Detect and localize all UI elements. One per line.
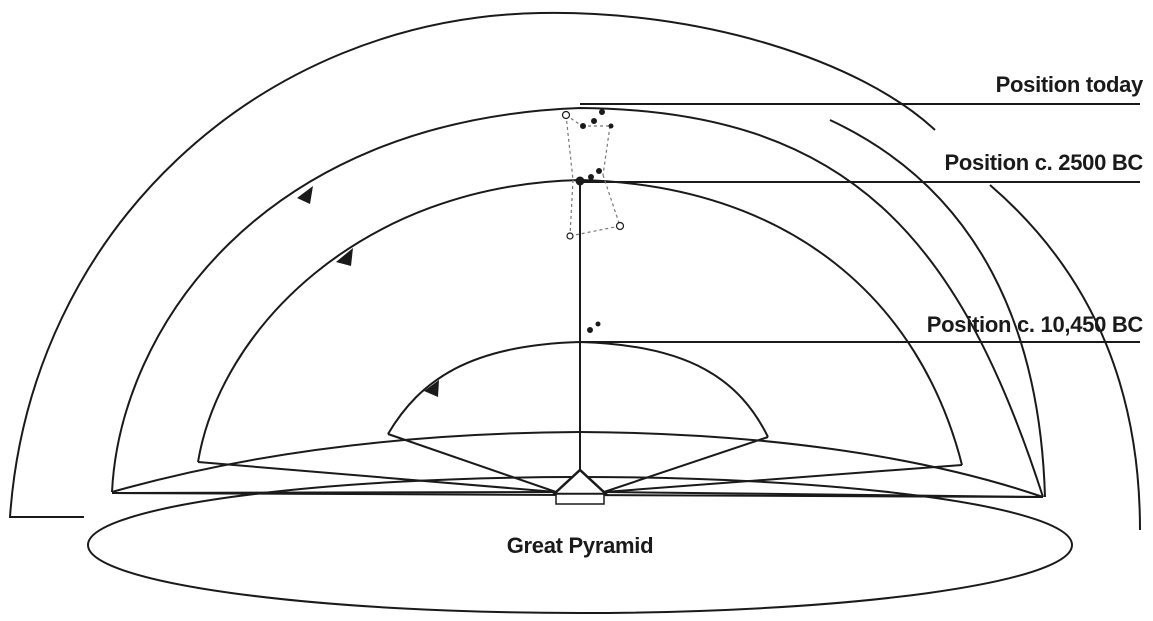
line-left-inner [387,433,557,493]
star-icon [608,123,614,129]
arc-today-path [111,106,1044,498]
star-icon [588,174,594,180]
star-icon [580,123,586,129]
belt-star-icon [575,176,585,186]
arrow-icon [336,248,353,266]
line-right-outer [603,464,963,493]
diagram-lines [8,11,1141,614]
star-icon [561,110,571,120]
star-icon [596,168,602,174]
arc-10450bc-path [387,340,769,438]
orion-constellation [565,114,621,237]
star-icon [566,232,574,240]
line-right-to-pyramid [603,491,1044,498]
star-icon [599,109,605,115]
outer-arc-right [829,119,1046,498]
direction-arrows [297,186,439,397]
pyramid-shape [550,468,610,496]
position-10450bc-label: Position c. 10,450 BC [927,312,1144,337]
pyramid-base [555,493,605,505]
position-2500bc-label: Position c. 2500 BC [945,150,1144,175]
star-icon [615,221,625,231]
orion-stars [561,109,625,333]
line-left-to-pyramid [111,491,557,494]
arrow-icon [424,380,439,397]
star-icon [595,321,601,327]
arrow-icon [297,186,313,204]
pyramid [550,468,610,505]
outer-arc-today [8,11,936,518]
star-icon [591,118,597,124]
position-today-label: Position today [996,72,1144,97]
line-left-outer [197,461,557,493]
outer-arc-far-right [989,184,1141,531]
star-icon [587,327,593,333]
great-pyramid-label: Great Pyramid [507,533,654,558]
line-right-inner [603,436,769,493]
